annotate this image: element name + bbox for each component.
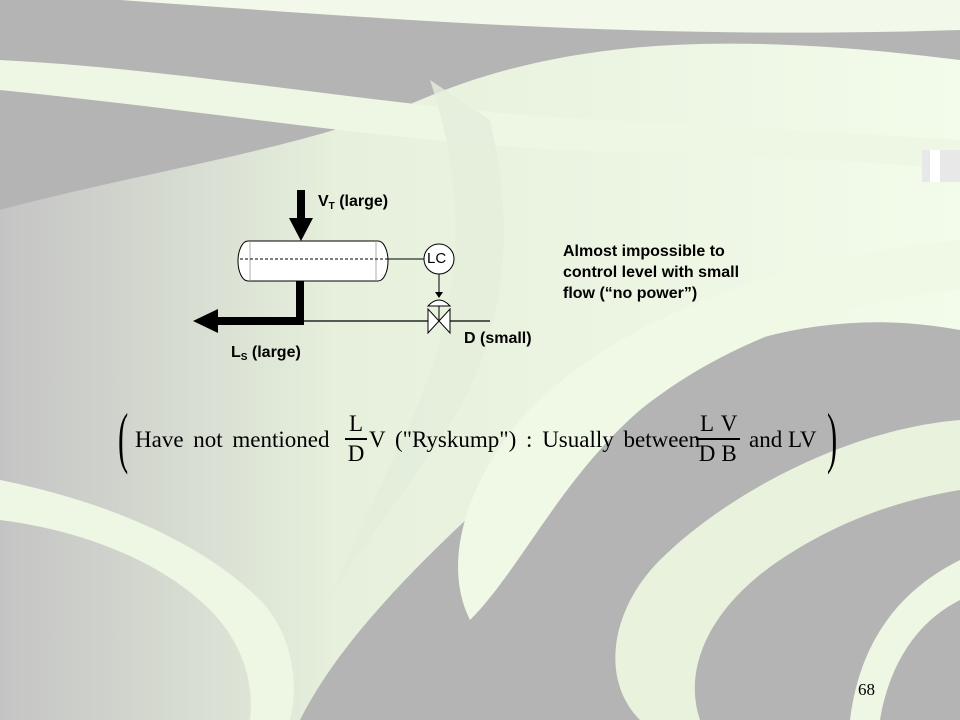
ls-suffix: (large) — [247, 344, 301, 361]
note-line-2: control level with small — [563, 264, 740, 281]
page-number: 68 — [858, 680, 875, 699]
note-line-1: Almost impossible to — [563, 243, 725, 260]
ls-label: LS (large) — [231, 344, 301, 363]
controller-label: LC — [427, 250, 447, 267]
valve-actuator — [426, 299, 452, 307]
vt-main: V — [318, 193, 329, 210]
frac3-num: V — [720, 411, 738, 436]
ls-arrow-head — [193, 309, 218, 333]
frac1-num: L — [348, 411, 364, 436]
fraction-l-over-d: L D — [345, 412, 367, 466]
ls-main: L — [231, 344, 241, 361]
frac2-den: D — [698, 440, 716, 466]
equation-text-3: and LV — [749, 427, 817, 452]
fraction-l-over-d-2: L D — [696, 412, 718, 466]
vt-arrow-head — [289, 218, 313, 241]
note-text: Almost impossible to control level with … — [563, 241, 793, 304]
fraction-v-over-b: V B — [718, 412, 740, 466]
left-paren: ( — [118, 399, 129, 475]
frac3-den: B — [721, 440, 737, 466]
frac1-den: D — [347, 440, 365, 466]
reflux-drum — [237, 240, 389, 282]
vt-sub: T — [328, 201, 335, 212]
equation-text-1: Have not mentioned — [135, 427, 330, 452]
ls-stream-line — [296, 281, 304, 325]
vt-stream-line — [297, 190, 305, 220]
frac2-num: L — [699, 411, 715, 436]
equation-text-2: V ("Ryskump") : Usually between — [369, 427, 701, 452]
vt-suffix: (large) — [334, 193, 389, 210]
note-line-3: flow (“no power”) — [563, 285, 698, 302]
vt-label: VT (large) — [318, 193, 389, 212]
ls-sub: S — [240, 352, 248, 363]
d-label: D (small) — [464, 330, 532, 347]
right-paren: ) — [827, 399, 838, 475]
